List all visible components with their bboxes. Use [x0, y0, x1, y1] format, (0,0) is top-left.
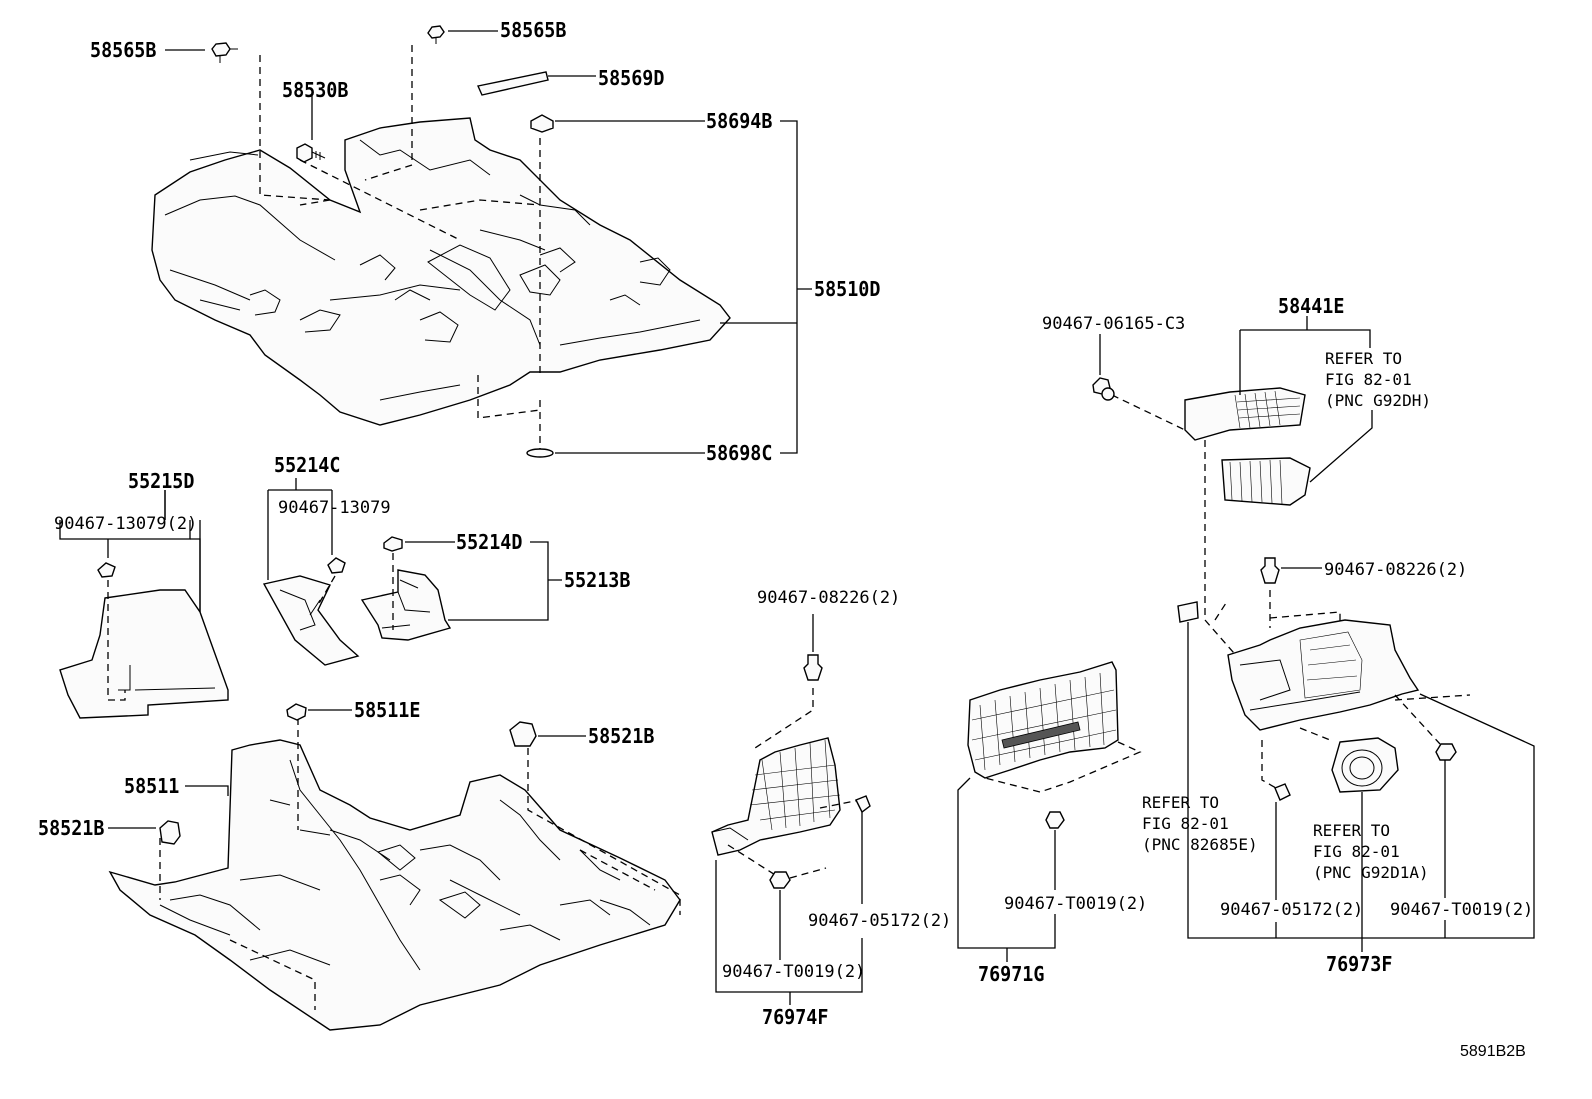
bolt-90467-06165-c3[interactable]: [1092, 377, 1115, 401]
reference-82685e-line3: (PNC 82685E): [1142, 835, 1258, 854]
clip-90467-t0019-mid[interactable]: [769, 871, 791, 889]
callout-90467-t0019-mid[interactable]: 90467-T0019(2): [722, 962, 866, 982]
callout-90467-05172-right[interactable]: 90467-05172(2): [1220, 900, 1364, 920]
callout-90467-05172-mid[interactable]: 90467-05172(2): [808, 911, 952, 931]
clip-55214d[interactable]: [383, 536, 403, 552]
pad-58698c[interactable]: [526, 448, 554, 458]
clip-90467-13079-left[interactable]: [97, 562, 116, 578]
callout-90467-08226-mid[interactable]: 90467-08226(2): [757, 588, 901, 608]
reference-82685e[interactable]: REFER TO FIG 82-01 (PNC 82685E): [1142, 792, 1258, 855]
reference-82685e-line2: FIG 82-01: [1142, 814, 1229, 833]
clip-90467-t0019-right[interactable]: [1045, 811, 1065, 829]
front-floor-carpet[interactable]: [151, 117, 731, 426]
callout-58441e[interactable]: 58441E: [1278, 294, 1345, 318]
reference-g92d1a[interactable]: REFER TO FIG 82-01 (PNC G92D1A): [1313, 820, 1429, 883]
reference-g92d1a-line3: (PNC G92D1A): [1313, 863, 1429, 882]
callout-58698c[interactable]: 58698C: [706, 441, 773, 465]
silencer-55214c[interactable]: [262, 575, 360, 666]
trim-76973f[interactable]: [1227, 619, 1420, 731]
clip-58511e[interactable]: [286, 703, 307, 721]
callout-76973f[interactable]: 76973F: [1326, 952, 1393, 976]
clip-90467-08226-right[interactable]: [1260, 557, 1280, 584]
callout-55215d[interactable]: 55215D: [128, 469, 195, 493]
callout-55214d[interactable]: 55214D: [456, 530, 523, 554]
callout-58511e[interactable]: 58511E: [354, 698, 421, 722]
reference-g92dh-line1: REFER TO: [1325, 349, 1403, 368]
callout-58530b[interactable]: 58530B: [282, 78, 349, 102]
callout-76974f[interactable]: 76974F: [762, 1005, 829, 1029]
duct-g92dh[interactable]: [1221, 457, 1311, 506]
clip-58521b-left[interactable]: [159, 820, 181, 845]
diagram-id: 5891B2B: [1460, 1043, 1526, 1060]
callout-55214c[interactable]: 55214C: [274, 453, 341, 477]
clip-90467-05172-mid[interactable]: [855, 795, 871, 814]
clip-58565b-top[interactable]: [427, 25, 445, 44]
callout-90467-13079-2[interactable]: 90467-13079(2): [54, 514, 198, 534]
callout-58511[interactable]: 58511: [124, 774, 180, 798]
callout-90467-13079[interactable]: 90467-13079: [278, 498, 391, 518]
clip-58521b-top[interactable]: [509, 721, 537, 747]
callout-58569d[interactable]: 58569D: [598, 66, 665, 90]
clip-90467-08226-mid[interactable]: [803, 654, 823, 681]
clip-90467-05172-right[interactable]: [1274, 783, 1291, 801]
strip-58569d[interactable]: [477, 71, 549, 96]
callout-58694b[interactable]: 58694B: [706, 109, 773, 133]
reference-g92dh-line3: (PNC G92DH): [1325, 391, 1431, 410]
clip-90467-t0019-farright[interactable]: [1435, 743, 1457, 761]
callout-90467-t0019-right[interactable]: 90467-T0019(2): [1004, 894, 1148, 914]
rear-floor-carpet[interactable]: [108, 739, 681, 1031]
clip-90467-13079[interactable]: [327, 557, 346, 574]
reference-g92d1a-line2: FIG 82-01: [1313, 842, 1400, 861]
callout-58521b-top[interactable]: 58521B: [588, 724, 655, 748]
bolt-58530b[interactable]: [296, 143, 326, 163]
callout-90467-t0019-farright[interactable]: 90467-T0019(2): [1390, 900, 1534, 920]
trim-76971g[interactable]: [967, 661, 1119, 779]
callout-55213b[interactable]: 55213B: [564, 568, 631, 592]
duct-58441e[interactable]: [1184, 387, 1306, 441]
grommet-58694b[interactable]: [530, 114, 554, 133]
callout-76971g[interactable]: 76971G: [978, 962, 1045, 986]
reference-82685e-line1: REFER TO: [1142, 793, 1220, 812]
reference-g92dh[interactable]: REFER TO FIG 82-01 (PNC G92DH): [1325, 348, 1431, 411]
callout-90467-08226-right[interactable]: 90467-08226(2): [1324, 560, 1468, 580]
callout-58521b-left[interactable]: 58521B: [38, 816, 105, 840]
callout-90467-06165-c3[interactable]: 90467-06165-C3: [1042, 314, 1186, 334]
callout-58510d[interactable]: 58510D: [814, 277, 881, 301]
silencer-55213b[interactable]: [360, 569, 452, 641]
callout-58565b-left[interactable]: 58565B: [90, 38, 157, 62]
clip-58565b-left[interactable]: [211, 42, 238, 63]
pad-small[interactable]: [1177, 601, 1199, 623]
reference-g92d1a-line1: REFER TO: [1313, 821, 1391, 840]
speaker-box-g92d1a[interactable]: [1331, 737, 1399, 793]
reference-g92dh-line2: FIG 82-01: [1325, 370, 1412, 389]
callout-58565b-top[interactable]: 58565B: [500, 18, 567, 42]
silencer-55215d[interactable]: [59, 589, 229, 719]
trim-76974f[interactable]: [711, 737, 841, 856]
